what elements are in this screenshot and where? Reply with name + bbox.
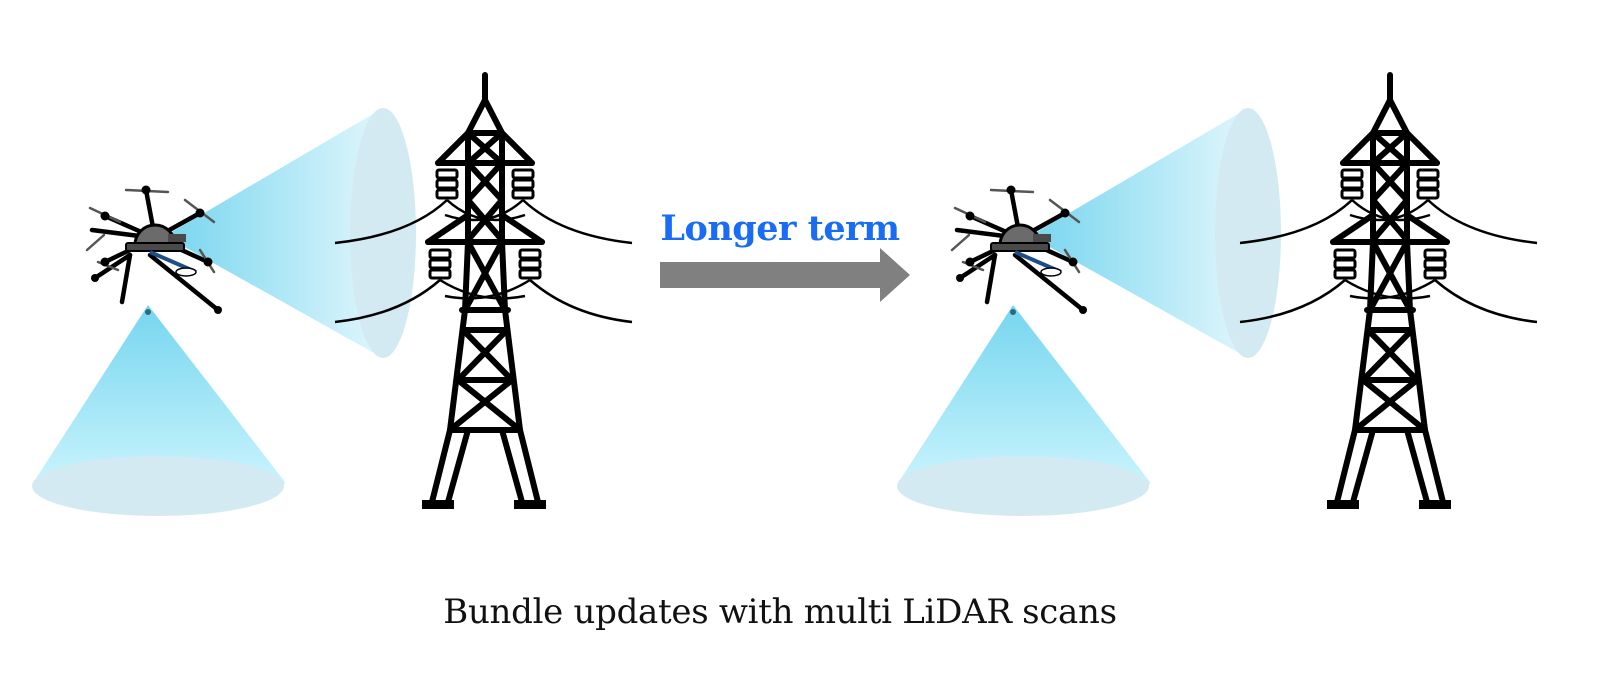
arrow-label: Longer term: [660, 208, 900, 249]
figure-caption: Bundle updates with multi LiDAR scans: [443, 592, 1117, 632]
drone-icon: [897, 108, 1281, 516]
scene-after: [897, 75, 1537, 516]
drone-icon: [32, 108, 416, 516]
longer-term-arrow: [660, 248, 910, 302]
transmission-tower-icon: [1240, 75, 1537, 509]
scene-before: [32, 75, 632, 516]
